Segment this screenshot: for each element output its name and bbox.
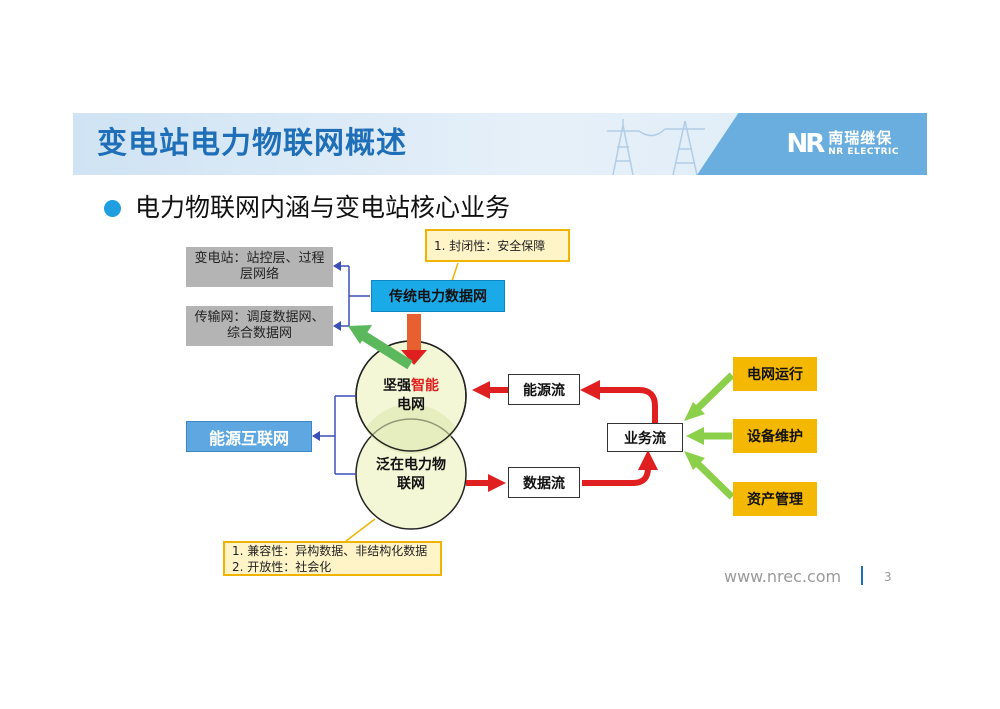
substation-line2: 层网络: [239, 267, 279, 282]
grid-operation-box: 电网运行: [733, 357, 817, 391]
section-heading: 电力物联网内涵与变电站核心业务: [135, 193, 511, 222]
smart-grid-part3: 电网: [397, 397, 425, 413]
power-tower-icon: [607, 119, 705, 175]
red-curve-data-to-business: [582, 450, 658, 486]
compat-note-line2: 2. 开放性：社会化: [232, 560, 332, 574]
red-arrow-data: [466, 474, 506, 492]
down-arrow: [401, 314, 427, 365]
logo-text: 南瑞继保 NR ELECTRIC: [828, 130, 899, 158]
smart-grid-part2: 智能: [411, 378, 439, 394]
data-flow-box: 数据流: [508, 467, 580, 498]
compat-note-line1: 1. 兼容性：异构数据、非结构化数据: [232, 544, 428, 558]
smart-grid-label: 坚强智能 电网: [366, 377, 456, 415]
header-banner: 变电站电力物联网概述 NR 南瑞继保 NR ELECTRIC: [73, 113, 927, 175]
equipment-maintenance-box: 设备维护: [733, 419, 817, 453]
footer-separator: [861, 566, 863, 585]
red-curve-business-to-energy: [580, 380, 658, 423]
green-arrow-up-left: [348, 325, 413, 370]
logo-en: NR ELECTRIC: [828, 147, 899, 157]
substation-box: 变电站：站控层、过程 层网络: [186, 247, 333, 287]
page-title: 变电站电力物联网概述: [97, 126, 407, 161]
compat-note: 1. 兼容性：异构数据、非结构化数据 2. 开放性：社会化: [223, 541, 442, 576]
logo-cn: 南瑞继保: [828, 129, 893, 147]
footer-url: www.nrec.com: [724, 567, 842, 586]
energy-flow-box: 能源流: [508, 374, 580, 405]
banner-accent: [697, 113, 927, 175]
closed-note: 1. 封闭性：安全保障: [425, 229, 570, 262]
iot-line1: 泛在电力物: [376, 457, 446, 473]
company-logo: NR 南瑞继保 NR ELECTRIC: [786, 127, 899, 161]
logo-mark: NR: [786, 129, 825, 159]
bracket-left: [312, 395, 356, 475]
transmission-line1: 传输网：调度数据网、: [194, 310, 325, 325]
energy-internet-box: 能源互联网: [186, 421, 312, 452]
transmission-line2: 综合数据网: [226, 326, 292, 341]
green-arrows-services: [684, 372, 735, 500]
asset-management-box: 资产管理: [733, 482, 817, 516]
red-arrow-energy: [472, 381, 508, 399]
bullet-dot-icon: [104, 199, 121, 217]
traditional-network-box: 传统电力数据网: [371, 280, 505, 312]
bracket-top: [333, 261, 370, 331]
circle-overlap: [365, 404, 457, 454]
substation-line1: 变电站：站控层、过程: [194, 251, 325, 266]
iot-label: 泛在电力物 联网: [366, 456, 456, 494]
transmission-box: 传输网：调度数据网、 综合数据网: [186, 306, 333, 346]
closed-note-text: 1. 封闭性：安全保障: [434, 238, 546, 253]
page-number: 3: [884, 570, 892, 584]
smart-grid-part1: 坚强: [383, 378, 411, 394]
business-flow-box: 业务流: [607, 423, 683, 452]
iot-line2: 联网: [397, 476, 425, 492]
section-bullet: 电力物联网内涵与变电站核心业务: [104, 193, 510, 223]
note-connector-top: [451, 262, 459, 282]
note-connector-bottom: [345, 518, 376, 542]
